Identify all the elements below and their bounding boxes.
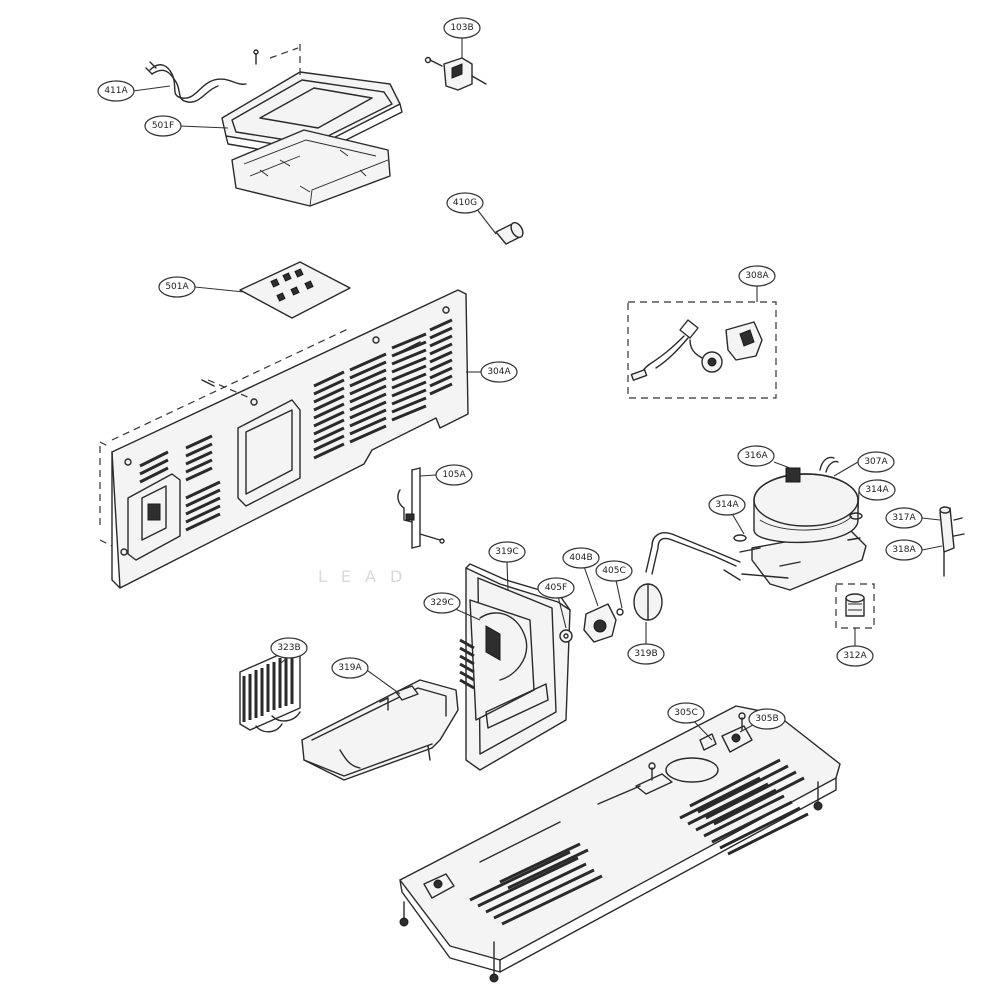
svg-text:329C: 329C (430, 598, 453, 608)
callout-307A: 307A (857, 451, 895, 473)
callout-308A: 308A (738, 265, 776, 287)
svg-text:319A: 319A (338, 663, 362, 673)
svg-text:318A: 318A (892, 545, 916, 555)
callout-405F: 405F (537, 577, 575, 599)
callout-404B: 404B (562, 547, 600, 569)
callout-319C: 319C (488, 541, 526, 563)
svg-text:317A: 317A (892, 513, 916, 523)
svg-text:103B: 103B (450, 23, 473, 33)
svg-text:308A: 308A (745, 271, 769, 281)
compressor-part (723, 456, 867, 591)
callout-501A: 501A (158, 276, 196, 298)
front-panel-part (99, 289, 469, 589)
svg-text:405C: 405C (602, 566, 625, 576)
callout-314A-right: 314A (858, 479, 896, 501)
cylinder-part (495, 221, 524, 245)
callout-410G: 410G (446, 192, 484, 214)
svg-text:314A: 314A (865, 485, 889, 495)
fitting-part (835, 583, 875, 629)
callout-316A: 316A (737, 445, 775, 467)
svg-text:319C: 319C (495, 547, 518, 557)
svg-text:404B: 404B (569, 553, 592, 563)
svg-text:319B: 319B (634, 649, 657, 659)
callout-304A: 304A (480, 361, 518, 383)
valve-part (939, 506, 965, 577)
callout-318A: 318A (885, 539, 923, 561)
svg-text:501F: 501F (152, 121, 174, 131)
svg-text:501A: 501A (165, 282, 189, 292)
wiring-harness-part (627, 301, 777, 399)
svg-text:314A: 314A (715, 500, 739, 510)
svg-text:405F: 405F (545, 583, 567, 593)
svg-text:316A: 316A (744, 451, 768, 461)
bracket-part (424, 56, 487, 91)
refrigerant-tube-part (645, 532, 741, 575)
svg-text:411A: 411A (104, 86, 128, 96)
callout-305B: 305B (748, 708, 786, 730)
svg-text:410G: 410G (453, 198, 477, 208)
condenser-coil-part (239, 649, 301, 733)
callout-305C: 305C (667, 702, 705, 724)
callout-317A: 317A (885, 507, 923, 529)
panel-grill-lines (139, 318, 453, 532)
lid-assembly-part (221, 44, 403, 207)
callout-314A-left: 314A (708, 494, 746, 516)
svg-text:304A: 304A (487, 367, 511, 377)
callout-405C: 405C (595, 560, 633, 582)
callout-312A: 312A (836, 645, 874, 667)
svg-text:323B: 323B (277, 643, 300, 653)
callout-501F: 501F (144, 115, 182, 137)
capillary-tube-part (397, 467, 445, 549)
svg-text:307A: 307A (864, 457, 888, 467)
svg-text:312A: 312A (843, 651, 867, 661)
evaporator-housing-part (459, 563, 571, 771)
fan-motor-parts (559, 583, 663, 643)
svg-text:105A: 105A (442, 470, 466, 480)
callout-layer: 411A 501F 103B 410G 501A 304A 308A 105A … (97, 17, 923, 730)
callout-329C: 329C (423, 592, 461, 614)
callout-411A: 411A (97, 80, 135, 102)
callout-319B: 319B (627, 643, 665, 665)
control-board-part (239, 261, 351, 319)
watermark-text: LEAD (318, 567, 416, 586)
svg-text:305C: 305C (674, 708, 697, 718)
base-plate-part (399, 705, 841, 983)
drain-tray-part (301, 679, 459, 781)
svg-text:305B: 305B (755, 714, 778, 724)
callout-319A: 319A (331, 657, 369, 679)
callout-105A: 105A (435, 464, 473, 486)
callout-103B: 103B (443, 17, 481, 39)
callout-323B: 323B (270, 637, 308, 659)
power-cord-part (145, 61, 247, 103)
